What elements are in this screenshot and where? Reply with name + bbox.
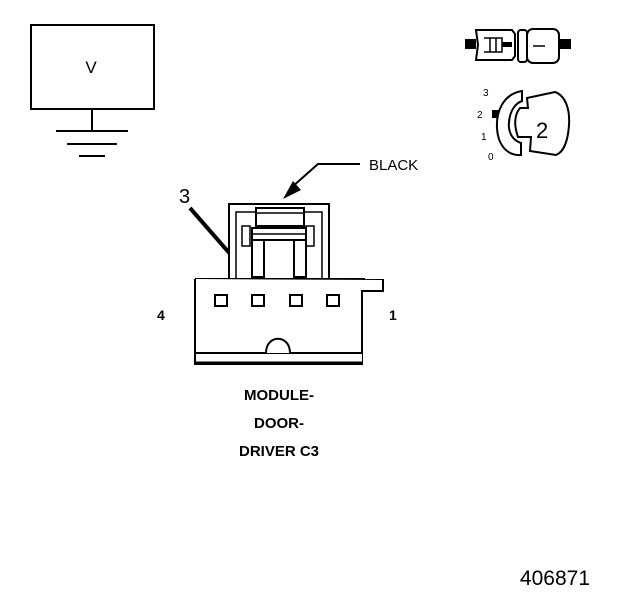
connector-mating-icon xyxy=(465,28,571,64)
key-selected-position: 2 xyxy=(536,118,548,143)
figure-number: 406871 xyxy=(520,567,590,590)
terminal-cavity xyxy=(326,294,340,307)
connector-caption: MODULE- DOOR- DRIVER C3 xyxy=(239,387,319,460)
key-indicator-mark xyxy=(492,110,499,118)
terminal-cavity xyxy=(251,294,265,307)
key-position-3: 3 xyxy=(483,88,489,99)
terminal-cavity xyxy=(214,294,228,307)
ground-symbol-icon xyxy=(56,130,128,157)
color-arrow-icon xyxy=(283,181,301,199)
voltmeter: V xyxy=(30,24,155,157)
end-pin-label-left: 4 xyxy=(157,307,165,323)
caption-line-1: MODULE- xyxy=(244,387,314,404)
key-position-icon: 3 2 1 0 2 xyxy=(477,88,571,163)
terminal-cavity xyxy=(289,294,303,307)
caption-line-2: DOOR- xyxy=(254,415,304,432)
connector-color-label: BLACK xyxy=(369,157,418,174)
key-position-1: 1 xyxy=(481,132,487,143)
voltmeter-box xyxy=(30,24,155,110)
end-pin-label-right: 1 xyxy=(389,307,397,323)
keyway-slot xyxy=(265,337,291,354)
color-callout: BLACK xyxy=(283,157,418,199)
pin-callout-number: 3 xyxy=(179,186,190,208)
caption-line-3: DRIVER C3 xyxy=(239,443,319,460)
voltmeter-symbol: V xyxy=(85,58,97,77)
key-position-2: 2 xyxy=(477,110,483,121)
connector-face: 4 1 xyxy=(157,203,397,365)
key-position-0: 0 xyxy=(488,152,494,163)
